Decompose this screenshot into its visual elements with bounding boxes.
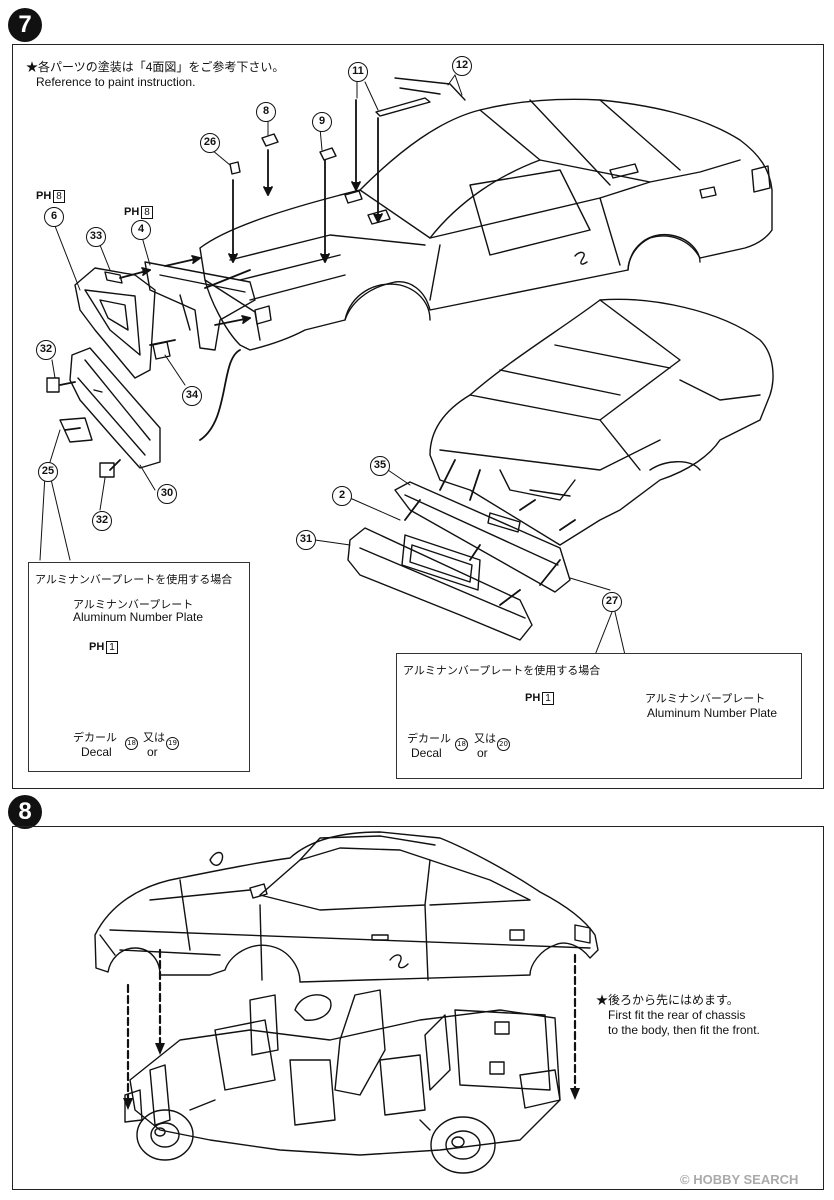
leader-lines <box>49 74 611 591</box>
aluminum-plate-box-left: アルミナンバープレートを使用する場合 アルミナンバープレート Aluminum … <box>28 562 250 772</box>
part-number-34: 34 <box>182 386 202 406</box>
paint-note-jp: ★各パーツの塗装は「4面図」をご参考下さい。 <box>26 60 285 74</box>
part-number-33: 33 <box>86 227 106 247</box>
fit-arrow-heads <box>123 1043 580 1110</box>
or-jp-left: 又は <box>143 732 165 744</box>
aluminum-plate-en-right: Aluminum Number Plate <box>647 706 778 720</box>
decal-en-right: Decal <box>411 746 442 760</box>
step-7-frame <box>12 44 824 789</box>
fit-note-jp: ★後ろから先にはめます。 <box>596 993 739 1007</box>
fit-arrows <box>126 948 577 1107</box>
step-8-frame <box>12 826 824 1190</box>
step-8-note: ★後ろから先にはめます。 First fit the rear of chass… <box>596 993 760 1038</box>
decal-en-left: Decal <box>81 745 112 759</box>
aluminum-plate-box-right: アルミナンバープレートを使用する場合 アルミナンバープレート Aluminum … <box>396 653 802 779</box>
hobby-search-watermark: © HOBBY SEARCH <box>680 1172 799 1187</box>
part-number-27: 27 <box>602 592 622 612</box>
or-en-left: or <box>147 745 158 759</box>
decal-number-20-right: 20 <box>497 738 510 751</box>
step-8-badge: 8 <box>8 795 42 829</box>
step-7-note: ★各パーツの塗装は「4面図」をご参考下さい。 Reference to pain… <box>26 60 284 90</box>
fit-note-en-1: First fit the rear of chassis <box>608 1008 746 1022</box>
car-body-front-view <box>199 98 773 351</box>
aluminum-plate-jp-left: アルミナンバープレート <box>73 599 194 611</box>
part-number-32-bottom: 32 <box>92 511 112 531</box>
part-number-11: 11 <box>348 62 368 82</box>
chassis-interior <box>124 989 561 1156</box>
decal-number-18-right: 18 <box>455 738 468 751</box>
part-number-2: 2 <box>332 486 352 506</box>
part-number-35: 35 <box>370 456 390 476</box>
aluminum-plate-title-right: アルミナンバープレートを使用する場合 <box>403 665 601 677</box>
small-parts <box>229 77 466 175</box>
aluminum-plate-title-left: アルミナンバープレートを使用する場合 <box>35 574 233 586</box>
step-7-badge: 7 <box>8 8 42 42</box>
part-number-26: 26 <box>200 133 220 153</box>
assembly-arrows <box>59 99 576 606</box>
aluminum-plate-en-left: Aluminum Number Plate <box>73 610 204 624</box>
part-number-31: 31 <box>296 530 316 550</box>
part-number-6: 6 <box>44 207 64 227</box>
callout-pointers <box>39 474 626 656</box>
part-number-8: 8 <box>256 102 276 122</box>
or-jp-right: 又は <box>474 733 496 745</box>
decal-jp-right: デカール <box>407 733 451 745</box>
chassis-wheels <box>136 1099 496 1174</box>
front-bumper-parts <box>46 261 256 478</box>
fit-note-en-2: to the body, then fit the front. <box>608 1023 760 1037</box>
part-number-4: 4 <box>131 220 151 240</box>
decal-jp-left: デカール <box>73 732 117 744</box>
part-number-9: 9 <box>312 112 332 132</box>
car-body-rear-view <box>429 298 774 546</box>
car-body-side-view <box>94 831 599 983</box>
part-number-12: 12 <box>452 56 472 76</box>
decal-number-18-left: 18 <box>125 737 138 750</box>
paint-note-en: Reference to paint instruction. <box>36 75 196 89</box>
part-number-25: 25 <box>38 462 58 482</box>
part-number-30: 30 <box>157 484 177 504</box>
aluminum-plate-jp-right: アルミナンバープレート <box>645 693 766 705</box>
part-number-32-top: 32 <box>36 340 56 360</box>
rear-bumper-parts <box>347 481 571 641</box>
decal-number-19-left: 19 <box>166 737 179 750</box>
or-en-right: or <box>477 746 488 760</box>
